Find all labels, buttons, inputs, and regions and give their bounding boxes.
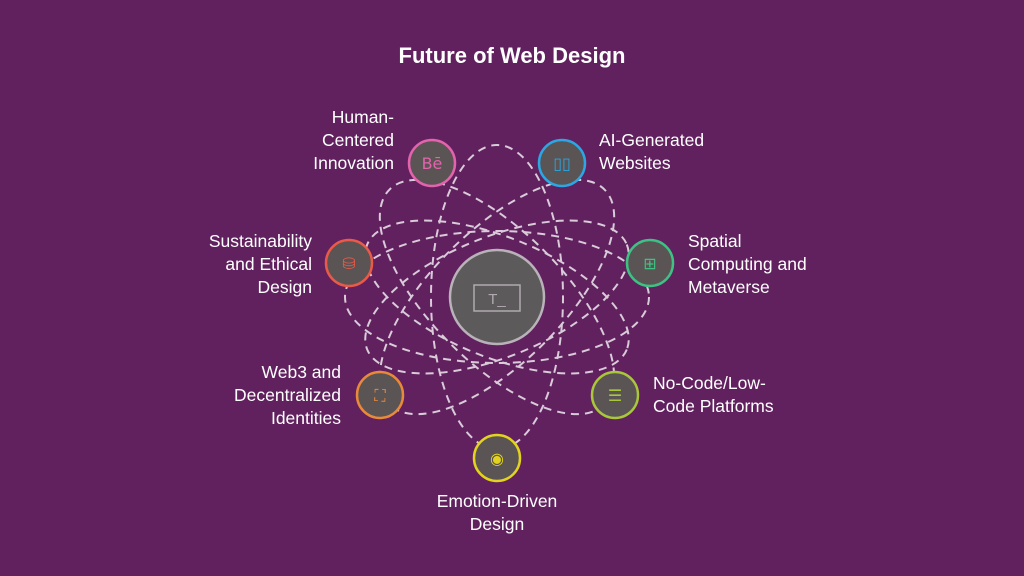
label-line: Metaverse — [688, 277, 770, 297]
virtual-space-icon: ⊞ — [643, 254, 656, 273]
node-sustain: ⛁ — [324, 238, 374, 288]
orbit-ellipse — [344, 230, 650, 364]
label-line: Web3 and — [261, 362, 341, 382]
node-circle — [590, 370, 640, 420]
node-nocode: ☰ — [590, 370, 640, 420]
label-line: No-Code/Low- — [653, 373, 766, 393]
label-line: Sustainability — [208, 231, 312, 251]
orbit-ellipse — [364, 219, 630, 375]
coins-icon: ⛁ — [342, 254, 355, 273]
label-line: AI-Generated — [599, 130, 705, 150]
label-line: Computing and — [688, 254, 807, 274]
node-circle — [407, 138, 457, 188]
label-line: Human- — [331, 107, 394, 127]
label-web3: Web3 and Decentralized Identities — [234, 361, 341, 430]
node-spatial: ⊞ — [625, 238, 675, 288]
label-line: Emotion-Driven — [436, 491, 558, 511]
label-line: Websites — [599, 153, 671, 173]
node-circle — [472, 433, 522, 483]
label-line: Spatial — [688, 231, 742, 251]
label-ai-generated-websites: AI-Generated Websites — [599, 129, 704, 175]
diagram-title: Future of Web Design — [398, 43, 626, 68]
node-emotion: ◉ — [472, 433, 522, 483]
label-emotion-driven-design: Emotion-Driven Design — [397, 490, 597, 536]
orbit-ellipse — [364, 219, 630, 375]
node-circle — [355, 370, 405, 420]
terminal-icon — [473, 284, 521, 312]
terminal-glyph: T_ — [488, 291, 506, 308]
label-line: Design — [469, 514, 525, 534]
form-builder-icon: ☰ — [608, 386, 622, 405]
label-line: Identities — [270, 408, 341, 428]
label-spatial-computing: Spatial Computing and Metaverse — [688, 230, 807, 299]
user-focus-icon: ◉ — [490, 449, 504, 468]
label-line: Code Platforms — [653, 396, 774, 416]
label-line: Decentralized — [234, 385, 341, 405]
node-human: Bē — [407, 138, 457, 188]
label-line: and Ethical — [225, 254, 312, 274]
label-sustainability: Sustainability and Ethical Design — [209, 230, 312, 299]
center-node: T_ — [448, 248, 546, 346]
node-circle — [324, 238, 374, 288]
label-human-centered-innovation: Human- Centered Innovation — [313, 106, 394, 175]
label-line: Centered — [322, 130, 394, 150]
node-circle — [625, 238, 675, 288]
node-circle — [537, 138, 587, 188]
label-line: Innovation — [313, 153, 394, 173]
identity-scan-icon: ⛶ — [374, 386, 386, 405]
label-line: Design — [257, 277, 312, 297]
devices-icon: ▯▯ — [553, 154, 571, 173]
node-web3: ⛶ — [355, 370, 405, 420]
node-ai: ▯▯ — [537, 138, 587, 188]
label-no-code: No-Code/Low- Code Platforms — [653, 372, 774, 418]
behance-icon: Bē — [422, 154, 443, 173]
